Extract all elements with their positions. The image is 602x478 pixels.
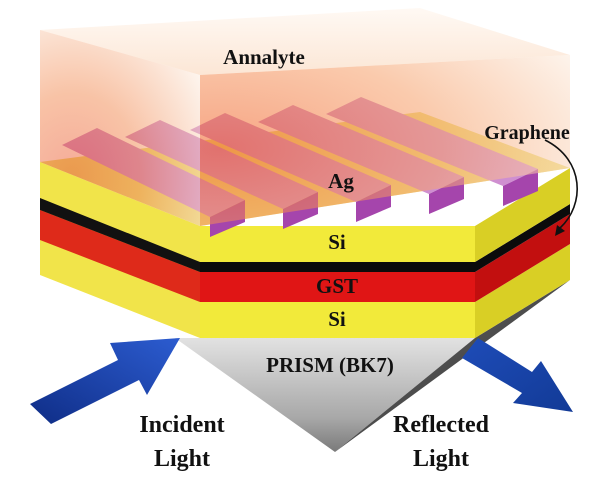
gst-left-band xyxy=(40,210,200,302)
graphene-label: Graphene xyxy=(484,122,570,144)
graphene-callout-arrowhead xyxy=(555,225,565,236)
prism-front-face xyxy=(175,338,475,452)
analyte-right-face xyxy=(200,55,570,226)
si-bottom-label: Si xyxy=(328,307,346,331)
prism xyxy=(175,280,570,452)
si-bottom-front xyxy=(200,302,475,338)
graphene-callout-line xyxy=(544,139,578,229)
analyte-left-face xyxy=(40,30,200,226)
incident-label-line1: Incident xyxy=(139,412,224,438)
si-top-side xyxy=(475,168,570,262)
si-top-label: Si xyxy=(328,230,346,254)
incident-label-line2: Light xyxy=(154,446,210,472)
si-bottom-side xyxy=(475,244,570,338)
analyte-top-face xyxy=(40,8,570,75)
graphene-front xyxy=(200,262,475,272)
reflected-light-arrow xyxy=(462,338,573,412)
analyte-label: Annalyte xyxy=(223,45,305,69)
gst-label: GST xyxy=(316,274,358,298)
reflected-label-line1: Reflected xyxy=(393,412,490,438)
si-top-front xyxy=(200,226,475,262)
ag-label: Ag xyxy=(328,169,354,193)
gst-front xyxy=(200,272,475,302)
prism-label: PRISM (BK7) xyxy=(266,353,394,377)
graphene-side xyxy=(475,204,570,272)
reflected-label-line2: Light xyxy=(413,446,469,472)
incident-light-arrow xyxy=(30,338,180,424)
prism-side-face xyxy=(335,280,570,452)
gst-side xyxy=(475,214,570,302)
graphene-left-band xyxy=(40,198,200,272)
analyte-region xyxy=(40,8,570,226)
